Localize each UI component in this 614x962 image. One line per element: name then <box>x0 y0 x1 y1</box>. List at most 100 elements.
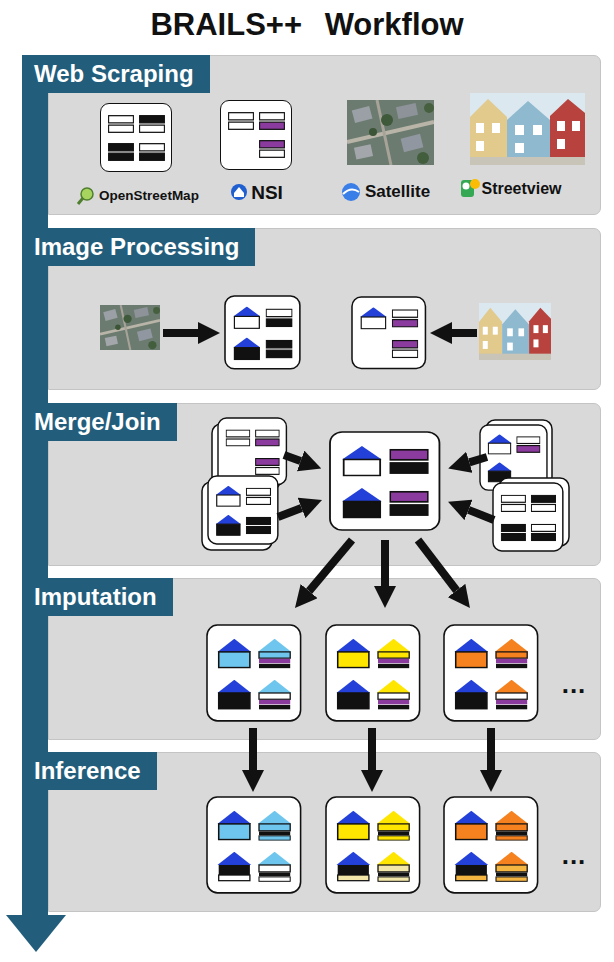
stage-band: Merge/Join <box>48 403 601 566</box>
merged-card <box>330 432 439 530</box>
merge-arrow <box>278 508 302 517</box>
source-label: OpenStreetMap <box>99 189 199 204</box>
process-arrow <box>452 329 477 337</box>
record-field <box>256 459 280 475</box>
imputed-card <box>207 625 301 721</box>
nsi-logo <box>231 184 247 200</box>
diagram-title: BRAILS++ Workflow <box>0 6 614 44</box>
imputed-card <box>207 625 301 721</box>
record-field <box>109 116 134 133</box>
merge-arrow <box>284 455 301 461</box>
record-card <box>499 478 569 546</box>
inferred-card <box>207 797 301 893</box>
building-icon <box>495 680 529 710</box>
building-icon <box>217 680 251 709</box>
building-icon <box>258 680 292 710</box>
record-field <box>392 310 417 327</box>
building-icon <box>233 338 260 360</box>
record-field <box>501 495 525 511</box>
record-field <box>229 113 254 130</box>
streetview-logo <box>461 180 474 197</box>
satellite-image <box>100 305 160 350</box>
building-icon <box>454 852 488 881</box>
stage-heading: Imputation <box>22 578 173 616</box>
inferred-card <box>444 797 538 893</box>
streetview-image <box>470 93 585 165</box>
record-field <box>226 430 250 446</box>
record-card <box>480 425 547 490</box>
record-field <box>531 524 555 540</box>
record-field <box>390 450 428 473</box>
building-icon <box>377 852 411 882</box>
stage-heading: Image Processing <box>22 228 255 266</box>
building-icon <box>360 307 387 329</box>
stage-band: Inference <box>48 752 601 912</box>
imputed-card <box>326 625 420 721</box>
source-box: NSI <box>220 100 292 170</box>
record-card <box>493 483 563 551</box>
building-icon <box>217 852 251 881</box>
record-field <box>266 309 292 326</box>
inferred-card <box>326 797 420 893</box>
satellite-logo <box>342 183 360 201</box>
osm-logo <box>78 188 93 204</box>
continuation-mark: ... <box>562 840 587 871</box>
nsi-table-icon <box>229 113 285 158</box>
building-icon <box>495 639 529 669</box>
merge-arrow <box>469 457 487 462</box>
record-field <box>140 144 165 161</box>
stage-heading: Inference <box>22 752 157 790</box>
record-card <box>225 296 300 369</box>
record-field <box>390 492 428 515</box>
building-icon <box>377 639 411 669</box>
record-field <box>392 341 417 358</box>
record-field <box>256 430 280 446</box>
inference-arrow <box>368 728 376 770</box>
record-field <box>260 113 285 130</box>
building-icon <box>454 811 488 840</box>
source-label: NSI <box>251 183 283 204</box>
building-icon <box>495 811 529 841</box>
building-icon <box>487 462 511 482</box>
inferred-card <box>207 797 301 893</box>
source-box: OpenStreetMap <box>100 103 172 172</box>
building-icon <box>216 486 241 506</box>
streetview-logo <box>461 179 480 197</box>
satellite-logo <box>342 183 360 201</box>
record-card <box>218 418 286 485</box>
stage-band: Imputation <box>48 578 601 740</box>
building-icon <box>217 639 251 668</box>
inference-arrow <box>249 728 257 770</box>
building-icon <box>336 852 370 881</box>
building-icon <box>336 811 370 840</box>
building-icon <box>377 680 411 710</box>
building-icon <box>454 680 488 709</box>
record-field <box>517 437 540 452</box>
record-card <box>486 420 552 486</box>
source-label: Satellite <box>365 183 430 202</box>
building-icon <box>342 446 382 476</box>
merged-card <box>330 432 439 530</box>
record-card <box>212 424 280 490</box>
building-icon <box>258 811 292 841</box>
record-card <box>225 296 300 369</box>
satellite-logo <box>343 189 359 194</box>
imputed-card <box>326 625 420 721</box>
record-card <box>493 483 563 551</box>
building-icon <box>233 306 260 328</box>
record-card <box>352 297 425 368</box>
imputed-card <box>444 625 538 721</box>
building-icon <box>258 639 292 669</box>
source-label: Streetview <box>481 180 561 198</box>
split-arrow <box>381 540 389 586</box>
record-field <box>246 488 270 504</box>
streetview-logo <box>470 179 480 189</box>
record-field <box>140 116 165 133</box>
continuation-mark: ... <box>562 669 587 700</box>
stage-heading: Web Scraping <box>22 55 210 93</box>
flow-arrow-head <box>6 915 66 952</box>
process-arrow <box>163 329 198 337</box>
building-icon <box>336 680 370 709</box>
inference-arrow <box>487 728 495 770</box>
